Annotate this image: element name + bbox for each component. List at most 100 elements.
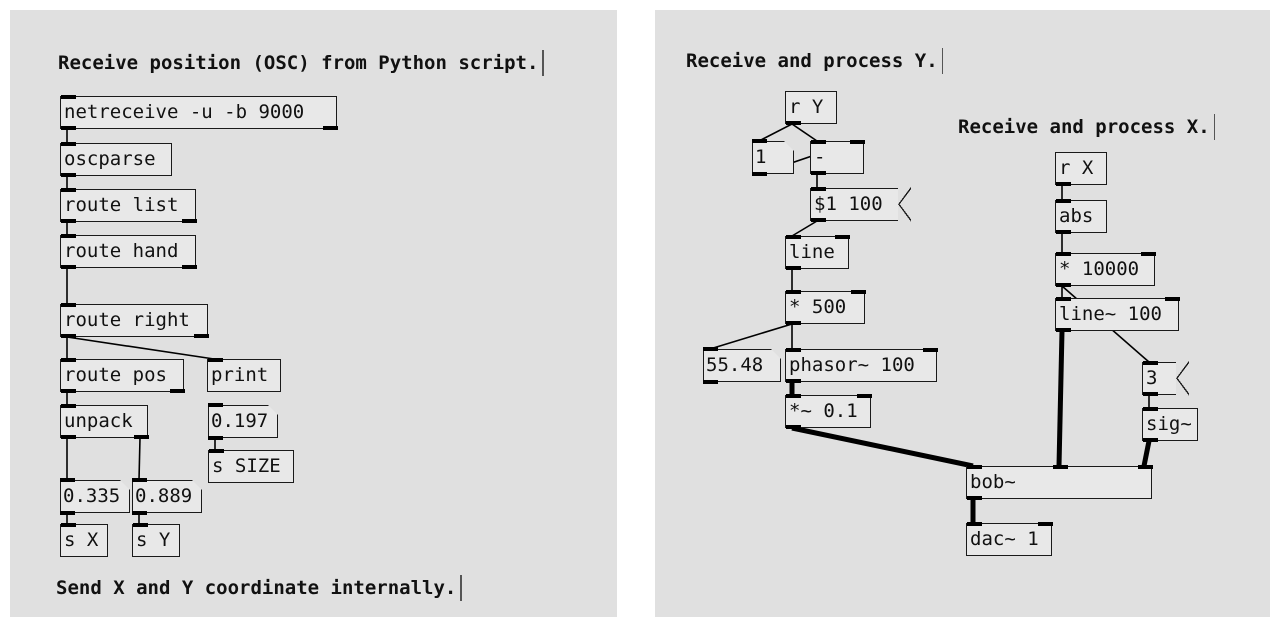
outlet-nub[interactable] [703, 379, 718, 384]
inlet-nub[interactable] [811, 140, 826, 145]
outlet-nub[interactable] [786, 378, 801, 383]
inlet-nub[interactable] [811, 187, 826, 192]
inlet-nub[interactable] [208, 403, 223, 408]
object-box-routepos[interactable]: route pos [60, 358, 185, 393]
outlet-nub[interactable] [182, 218, 197, 223]
outlet-nub[interactable] [786, 320, 801, 325]
outlet-nub[interactable] [60, 510, 75, 515]
outlet-nub[interactable] [194, 333, 209, 338]
outlet-nub[interactable] [208, 435, 223, 440]
inlet-nub[interactable] [1143, 407, 1158, 412]
object-box-routeright[interactable]: route right [60, 303, 209, 338]
inlet-nub[interactable] [133, 523, 148, 528]
object-box-routelist[interactable]: route list [60, 188, 197, 223]
patch-comment[interactable]: Receive position (OSC) from Python scrip… [58, 50, 544, 76]
inlet-nub[interactable] [1143, 361, 1158, 366]
object-box-oscparse[interactable]: oscparse [60, 142, 172, 177]
object-box-sig[interactable]: sig~ [1142, 407, 1198, 442]
outlet-nub[interactable] [61, 333, 76, 338]
inlet-nub[interactable] [967, 522, 982, 527]
inlet-nub[interactable] [850, 140, 865, 145]
control-cable[interactable] [791, 123, 818, 142]
object-box-linesig[interactable]: line~ 100 [1055, 297, 1180, 332]
inlet-nub[interactable] [1138, 465, 1153, 470]
inlet-nub[interactable] [61, 234, 76, 239]
inlet-nub[interactable] [61, 188, 76, 193]
control-cable[interactable] [66, 336, 215, 360]
object-box-rY[interactable]: r Y [785, 91, 837, 125]
object-box-unpack[interactable]: unpack [60, 404, 149, 439]
outlet-nub[interactable] [967, 495, 982, 500]
outlet-nub[interactable] [1056, 282, 1071, 287]
outlet-nub[interactable] [134, 434, 149, 439]
inlet-nub[interactable] [786, 394, 801, 399]
patch-comment[interactable]: Receive and process X. [958, 114, 1216, 140]
object-box-mulsig[interactable]: *~ 0.1 [785, 394, 872, 429]
object-box-mul10000[interactable]: * 10000 [1055, 252, 1156, 287]
inlet-nub[interactable] [61, 303, 76, 308]
outlet-nub[interactable] [323, 125, 338, 130]
inlet-nub[interactable] [851, 290, 866, 295]
message-box-msg1_100[interactable]: $1 100 [810, 187, 911, 222]
signal-cable[interactable] [791, 425, 974, 469]
process-xy-canvas[interactable]: Receive and process Y.Receive and proces… [655, 10, 1270, 617]
number-box-num0335[interactable]: 0.335 [60, 478, 130, 515]
inlet-nub[interactable] [61, 523, 76, 528]
outlet-nub[interactable] [1143, 437, 1158, 442]
outlet-nub[interactable] [786, 424, 801, 429]
control-cable[interactable] [709, 323, 793, 350]
object-box-line[interactable]: line [785, 235, 850, 270]
outlet-nub[interactable] [61, 434, 76, 439]
inlet-nub[interactable] [703, 347, 718, 352]
inlet-nub[interactable] [61, 142, 76, 147]
outlet-nub[interactable] [1056, 229, 1071, 234]
inlet-nub[interactable] [61, 358, 76, 363]
outlet-nub[interactable] [811, 170, 826, 175]
object-box-phasor[interactable]: phasor~ 100 [785, 348, 938, 383]
object-box-rX[interactable]: r X [1055, 152, 1107, 186]
control-cable[interactable] [138, 437, 141, 481]
outlet-nub[interactable] [170, 388, 185, 393]
receive-position-canvas[interactable]: Receive position (OSC) from Python scrip… [10, 10, 617, 617]
number-box-num5548[interactable]: 55.48 [703, 347, 781, 384]
outlet-nub[interactable] [132, 510, 147, 515]
number-box-num0197[interactable]: 0.197 [208, 403, 278, 440]
object-box-dac[interactable]: dac~ 1 [966, 522, 1053, 556]
inlet-nub[interactable] [1053, 465, 1068, 470]
outlet-nub[interactable] [1143, 391, 1158, 396]
inlet-nub[interactable] [1056, 297, 1071, 302]
object-box-bob[interactable]: bob~ [966, 465, 1153, 500]
inlet-nub[interactable] [1056, 199, 1071, 204]
outlet-nub[interactable] [1056, 327, 1071, 332]
outlet-nub[interactable] [61, 125, 76, 130]
control-cable[interactable] [791, 220, 818, 237]
object-box-ssize[interactable]: s SIZE [208, 449, 294, 483]
object-box-netreceive[interactable]: netreceive -u -b 9000 [60, 95, 338, 130]
inlet-nub[interactable] [923, 348, 938, 353]
number-box-num1[interactable]: 1 [752, 139, 794, 176]
inlet-nub[interactable] [1056, 252, 1071, 257]
inlet-nub[interactable] [1141, 252, 1156, 257]
message-box-msg3[interactable]: 3 [1142, 361, 1189, 396]
object-box-sy[interactable]: s Y [132, 523, 180, 557]
inlet-nub[interactable] [786, 235, 801, 240]
inlet-nub[interactable] [61, 404, 76, 409]
inlet-nub[interactable] [967, 465, 982, 470]
inlet-nub[interactable] [857, 394, 872, 399]
outlet-nub[interactable] [786, 265, 801, 270]
outlet-nub[interactable] [182, 264, 197, 269]
object-box-mul500[interactable]: * 500 [785, 290, 866, 325]
number-box-num0889[interactable]: 0.889 [132, 478, 202, 515]
inlet-nub[interactable] [209, 449, 224, 454]
inlet-nub[interactable] [786, 290, 801, 295]
signal-cable[interactable] [1141, 440, 1152, 467]
object-box-routehand[interactable]: route hand [60, 234, 197, 269]
outlet-nub[interactable] [61, 218, 76, 223]
signal-cable[interactable] [1056, 330, 1065, 467]
inlet-nub[interactable] [835, 235, 850, 240]
outlet-nub[interactable] [61, 172, 76, 177]
inlet-nub[interactable] [60, 478, 75, 483]
object-box-minus[interactable]: - [810, 140, 865, 175]
inlet-nub[interactable] [208, 358, 223, 363]
object-box-print[interactable]: print [207, 358, 281, 392]
